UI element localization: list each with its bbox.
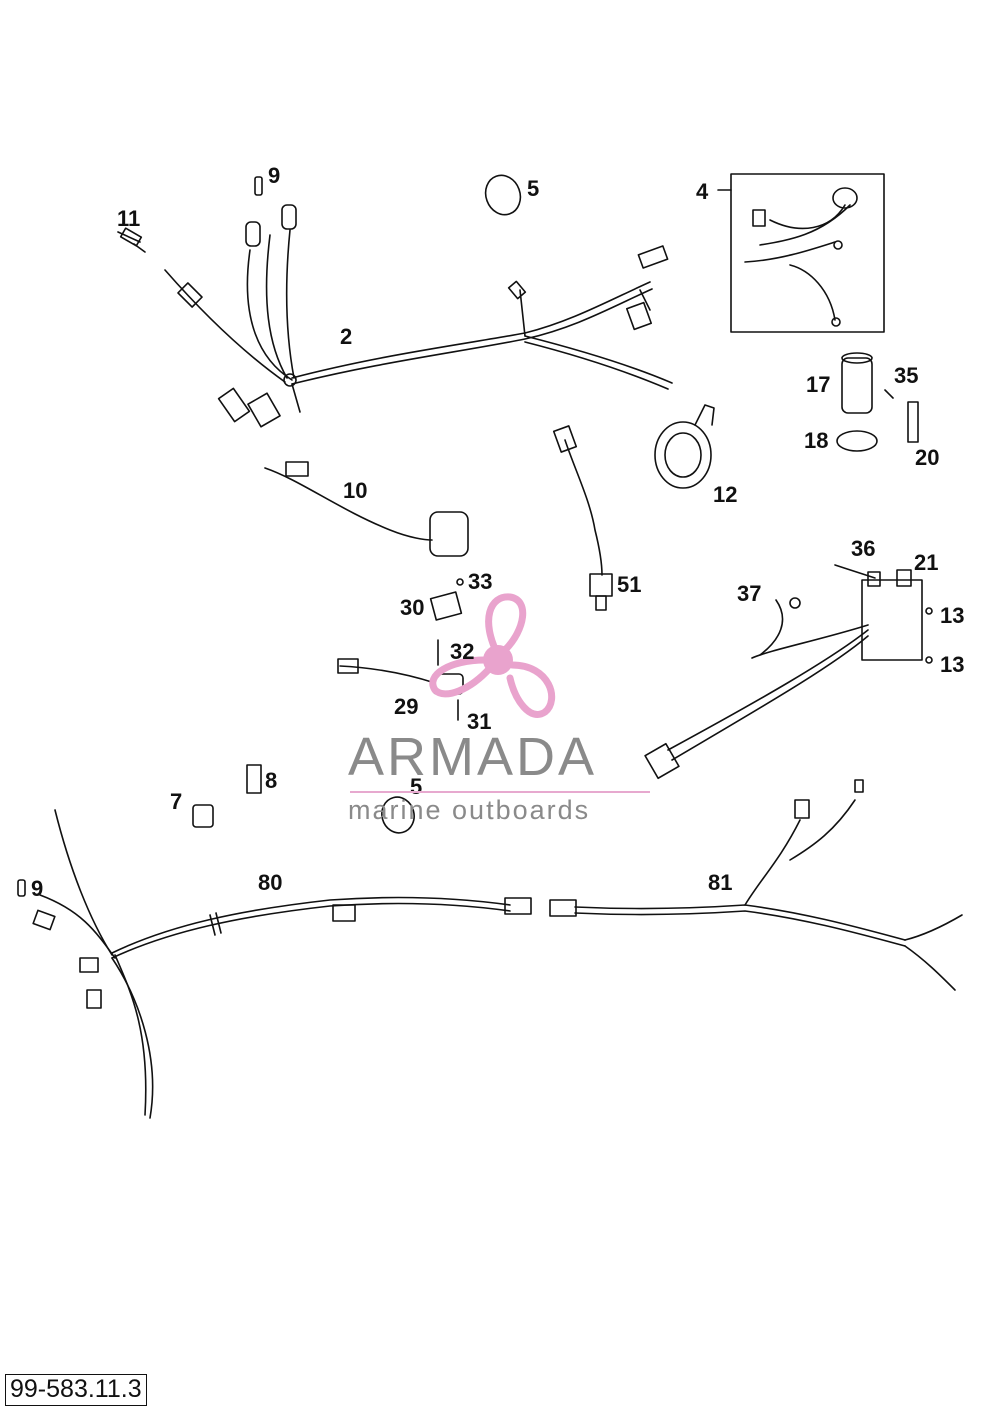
callout-80: 80 <box>258 870 283 895</box>
harness-80 <box>17 809 532 1119</box>
callout-4: 4 <box>696 179 709 204</box>
callout-37: 37 <box>737 581 762 606</box>
callout-21: 21 <box>914 550 939 575</box>
nut-33 <box>456 578 464 586</box>
cable-4-box <box>717 173 885 333</box>
callout-11: 11 <box>117 206 141 231</box>
callout-35: 35 <box>894 363 919 388</box>
callout-17: 17 <box>806 372 831 397</box>
plate-30 <box>429 591 463 621</box>
callout-18: 18 <box>804 428 829 453</box>
callout-33: 33 <box>468 569 493 594</box>
main-harness-2 <box>164 204 673 428</box>
horn-12 <box>654 404 715 489</box>
condenser-17 <box>841 352 873 414</box>
callout-20: 20 <box>915 445 940 470</box>
callout-9-bottom: 9 <box>31 876 44 901</box>
pressure-switch-51 <box>552 425 613 611</box>
harness-81 <box>549 779 963 991</box>
callout-5-top: 5 <box>527 176 540 201</box>
watermark-divider <box>350 791 650 793</box>
sensor-29 <box>337 658 464 695</box>
watermark-logo-icon <box>429 593 556 718</box>
ring-18 <box>836 430 878 452</box>
ignition-switch-10 <box>264 461 469 557</box>
callout-13-upper: 13 <box>940 603 965 628</box>
callout-9-top: 9 <box>268 163 281 188</box>
terminal-9-top <box>254 176 263 196</box>
bracket-20 <box>907 401 919 443</box>
callout-32: 32 <box>450 639 475 664</box>
callout-29: 29 <box>394 694 419 719</box>
drawing-code-label: 99-583.11.3 <box>5 1374 147 1406</box>
watermark-title: ARMADA <box>348 727 598 787</box>
callout-7: 7 <box>170 789 183 814</box>
callout-51: 51 <box>617 572 642 597</box>
callout-31: 31 <box>467 709 492 734</box>
callout-36: 36 <box>851 536 876 561</box>
relay-7 <box>192 804 214 828</box>
callout-13-lower: 13 <box>940 652 965 677</box>
bracket-8 <box>246 764 262 794</box>
callout-2: 2 <box>340 324 353 349</box>
clamp-5-mid <box>381 796 415 834</box>
watermark-subtitle: marine outboards <box>348 795 591 825</box>
regulator-21 <box>644 564 933 780</box>
callout-81: 81 <box>708 870 733 895</box>
screw-35 <box>884 389 894 399</box>
switch-11 <box>117 227 146 253</box>
callout-30: 30 <box>400 595 425 620</box>
clamp-5-top <box>484 174 522 216</box>
callout-12: 12 <box>713 482 738 507</box>
callout-10: 10 <box>343 478 368 503</box>
callout-8: 8 <box>265 768 278 793</box>
